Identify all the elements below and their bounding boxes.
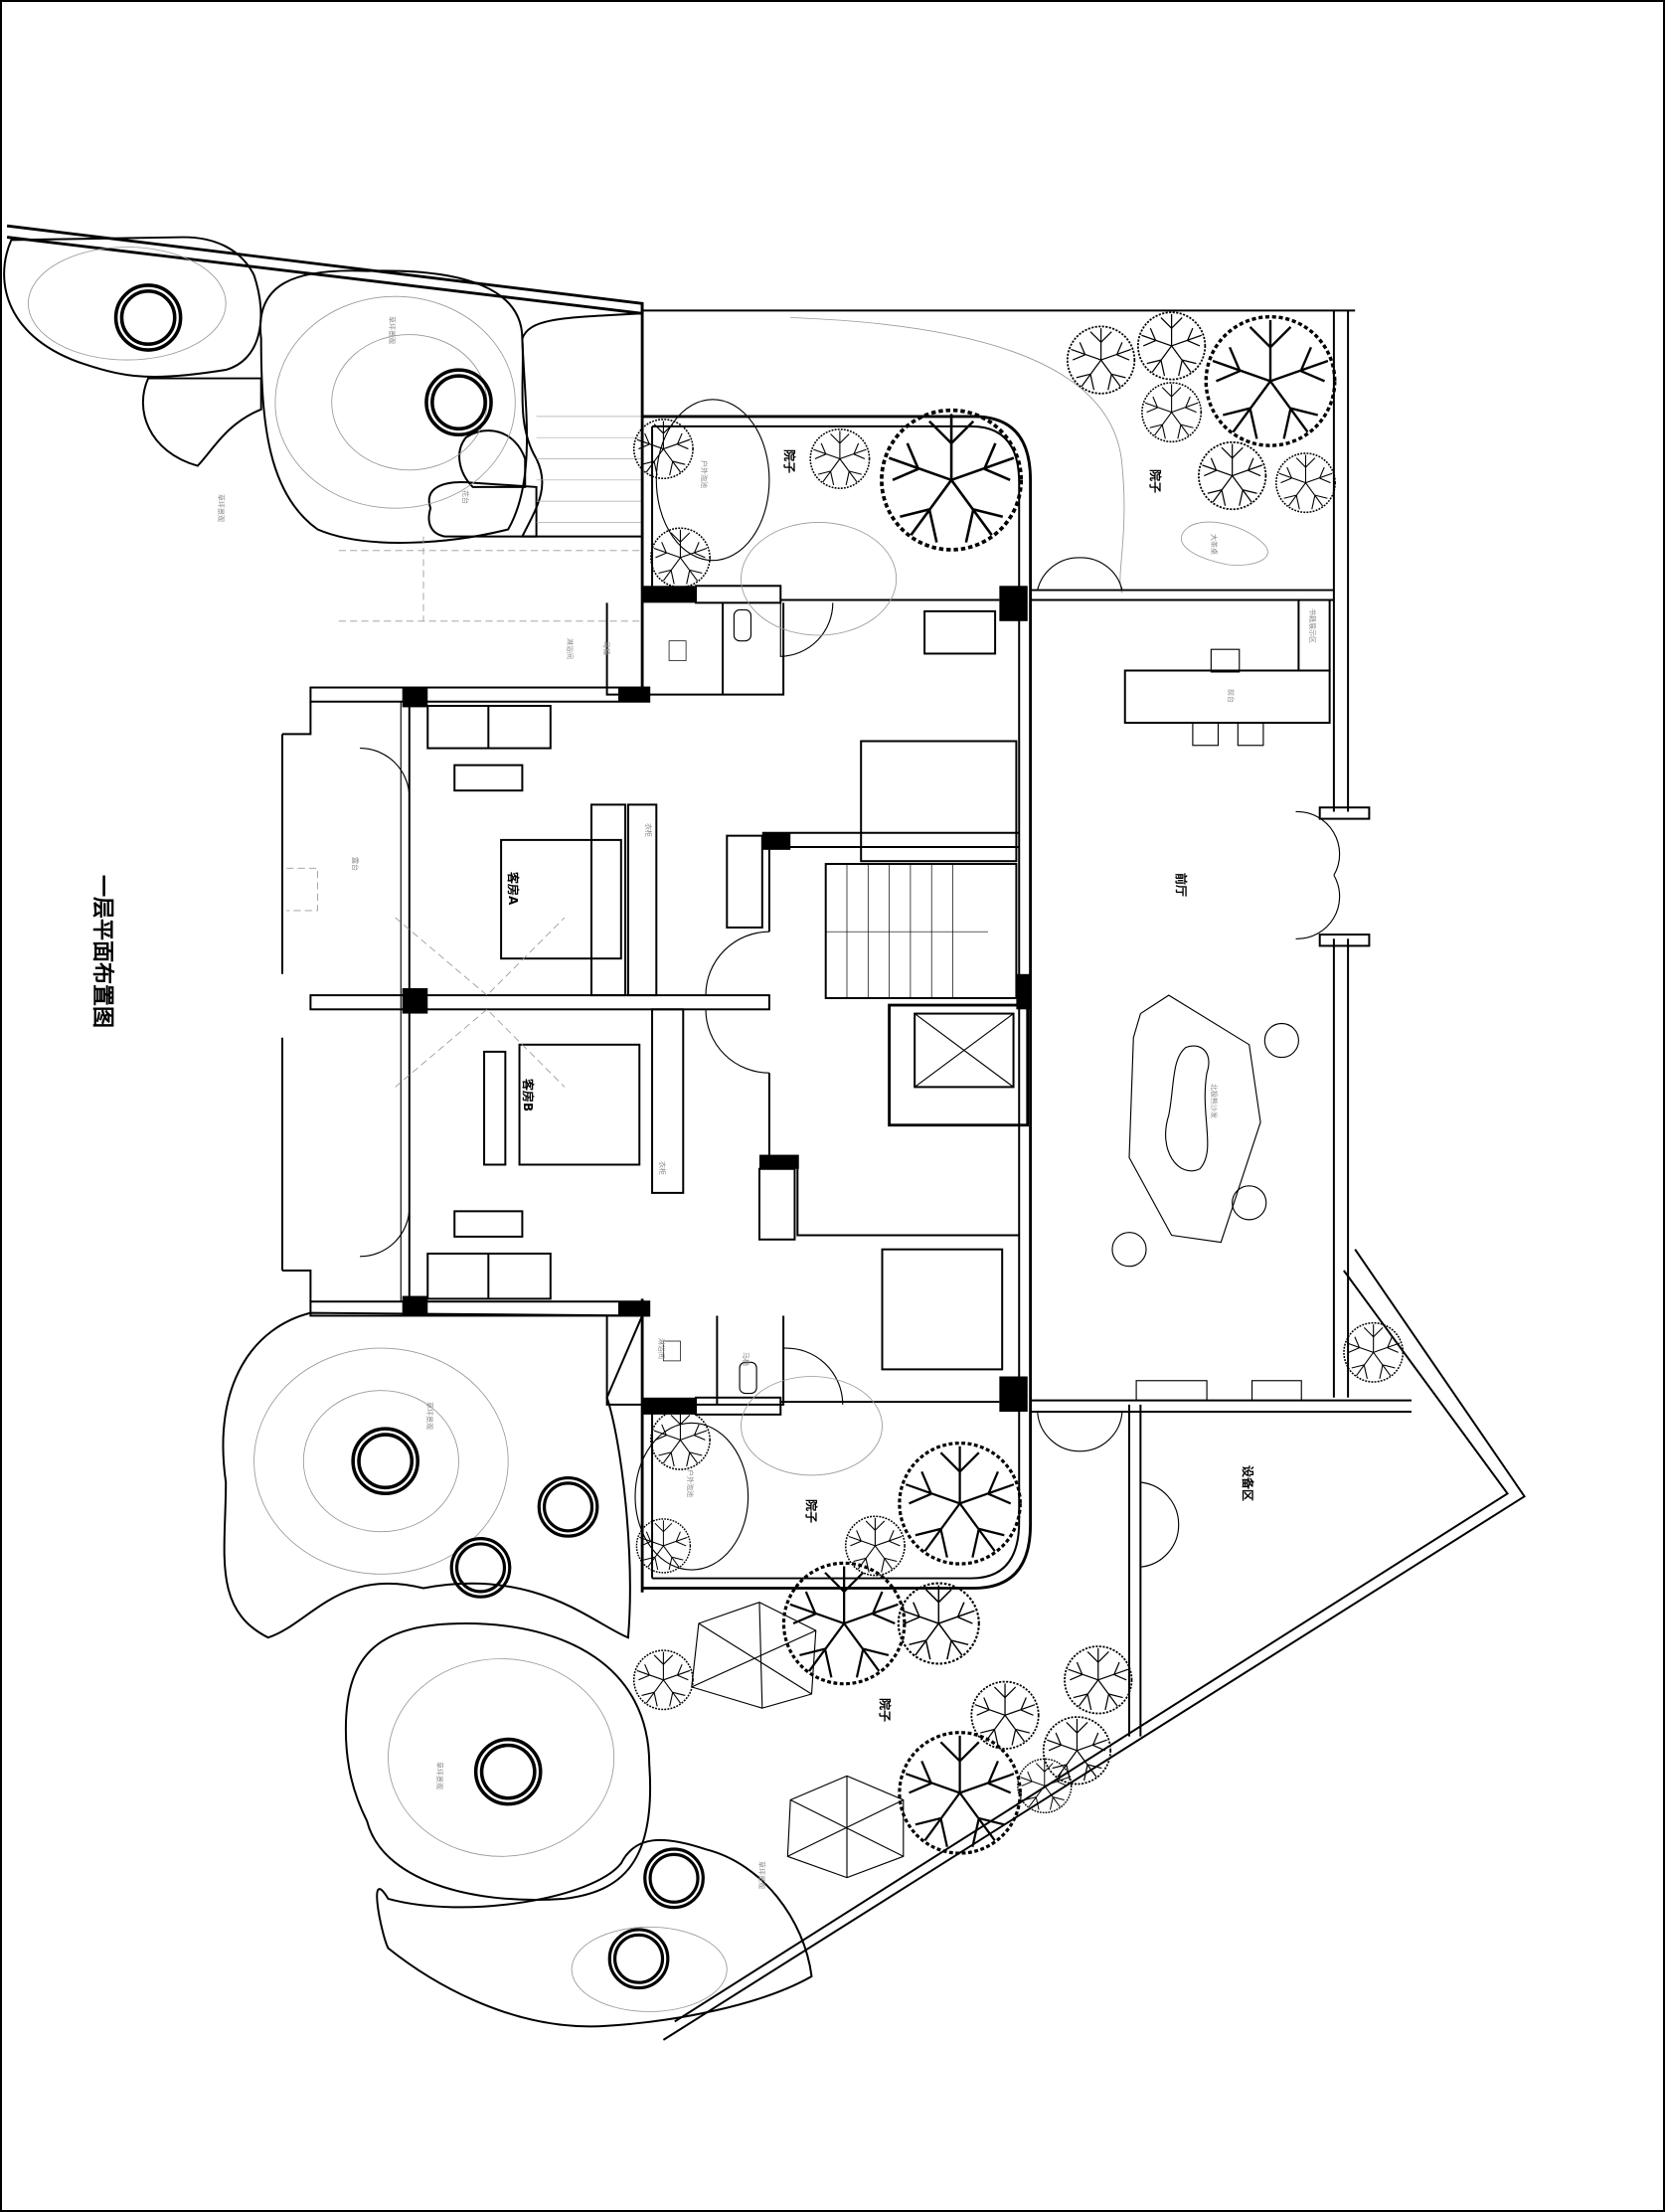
tree-icon [898, 1731, 1022, 1855]
floor-drain-icon [668, 640, 687, 661]
label-courtyard: 院子 [804, 1499, 819, 1523]
label-lawn: 草坪景观 [217, 494, 226, 522]
label-lawn: 草坪景观 [388, 316, 397, 344]
label-outdoor-pool: 户外泡池 [686, 1469, 695, 1497]
tree-icon [1136, 311, 1207, 381]
label-lawn: 草坪景观 [757, 1861, 766, 1889]
label-lobby: 前厅 [1174, 873, 1189, 897]
plan-drawing [3, 224, 1527, 2041]
tree-icon [880, 408, 1024, 552]
label-toilet: 马桶 [602, 641, 611, 655]
toilet-icon [739, 1361, 757, 1395]
bed-c [860, 740, 1018, 863]
guest-room-furniture [281, 609, 1018, 1371]
label-courtyard: 院子 [878, 1698, 893, 1722]
tree-icon [1198, 440, 1267, 511]
reception-desk [1123, 669, 1331, 725]
tree-icon [809, 428, 871, 489]
lawn-bottom [222, 1311, 813, 2028]
tree-pit-ring [643, 1847, 705, 1910]
tree-icon [1064, 1645, 1133, 1715]
tree-icon [1066, 325, 1136, 395]
bed-b [518, 1043, 641, 1166]
bed-a [500, 838, 622, 960]
drawing-title: 一层平面布置图 [89, 875, 115, 1028]
tree-icon [1343, 1321, 1405, 1383]
tree-pit-ring [537, 1475, 599, 1538]
label-courtyard: 院子 [1148, 469, 1163, 493]
toilet-icon [733, 608, 752, 642]
label-lawn: 草坪景观 [435, 1762, 444, 1789]
label-guest-room-b: 客房B [521, 1078, 536, 1111]
labels: 一层平面布置图 院子 院子 院子 院子 户外泡池 户外泡池 花台 草坪景观 草坪… [89, 316, 1317, 1889]
tree-icon [1204, 314, 1337, 447]
elevator [888, 1003, 1030, 1127]
floor-drain-icon [663, 1340, 681, 1362]
label-polar-bear-sofa: 北极熊沙发 [1210, 1084, 1219, 1118]
tree-icon [898, 1441, 1022, 1566]
label-terrace: 露台 [351, 857, 360, 871]
label-planter: 花台 [461, 490, 470, 504]
label-wardrobe: 衣柜 [644, 823, 653, 837]
tree-pit-ring [351, 1427, 419, 1496]
tree-icon [897, 1582, 980, 1665]
label-book-display: 书籍展示区 [1308, 608, 1317, 643]
label-courtyard: 院子 [782, 449, 797, 473]
label-shower: 淋浴间 [566, 638, 575, 659]
label-shower: 淋浴间 [657, 1338, 666, 1359]
tree-icon [649, 1409, 711, 1470]
tree-icon [649, 527, 711, 589]
tree-icon [844, 1515, 906, 1577]
tree-icon [1275, 452, 1336, 514]
tree-icon [1017, 1758, 1073, 1813]
tree-pit-ring [473, 1737, 543, 1806]
tree-pit-ring [607, 1928, 670, 1990]
label-wardrobe: 衣柜 [658, 1161, 667, 1175]
tree-icon [970, 1680, 1040, 1750]
label-tea-table: 大茶桌 [1210, 534, 1219, 555]
tree-icon [1141, 382, 1203, 443]
label-toilet: 马桶 [742, 1352, 750, 1366]
bed-d [881, 1248, 1004, 1371]
tree-pit-ring [449, 1537, 512, 1599]
building-walls [309, 303, 1033, 1593]
lawn-top [3, 224, 644, 622]
label-reception-desk: 前台 [1227, 689, 1236, 703]
tree-pit-ring [113, 283, 183, 352]
tree-pit-ring [424, 368, 493, 437]
staircase [824, 863, 1031, 1010]
label-lawn: 草坪景观 [425, 1402, 434, 1430]
label-equipment-area: 设备区 [1241, 1465, 1255, 1501]
outdoor [634, 309, 1527, 2041]
label-guest-room-a: 客房A [506, 871, 521, 906]
tree-icon [635, 1518, 692, 1574]
label-outdoor-pool: 户外泡池 [700, 460, 709, 488]
sofa-outline [1128, 994, 1261, 1244]
tree-icon [632, 1649, 694, 1711]
